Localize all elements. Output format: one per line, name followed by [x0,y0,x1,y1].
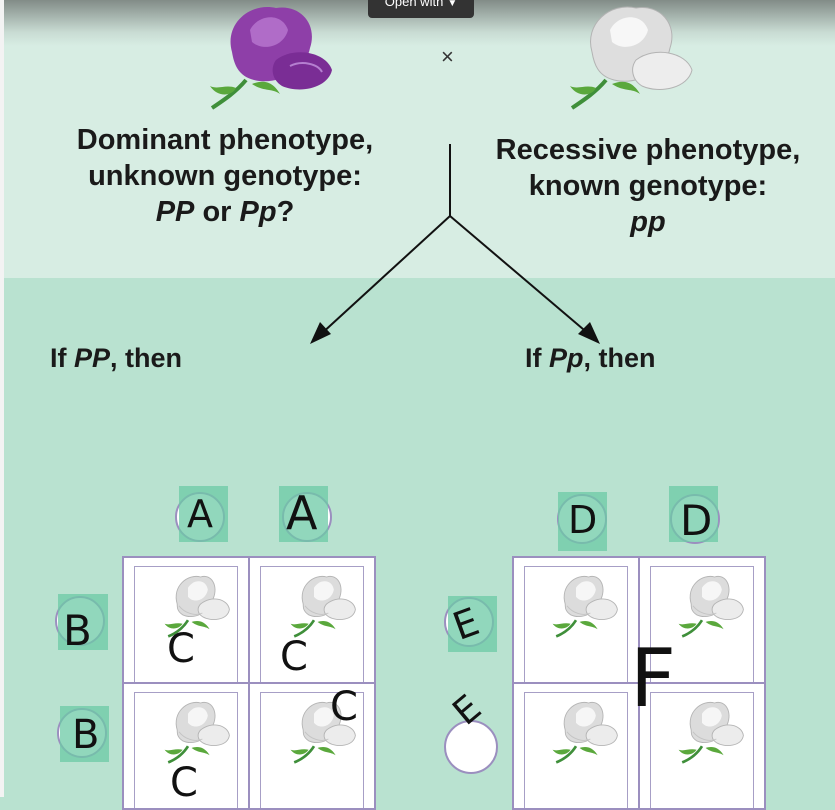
outcome-right-prefix: If [525,343,549,373]
left-parent-caption: Dominant phenotype, unknown genotype: PP… [40,122,410,230]
offspring-flower-image [677,701,745,764]
right-arrowhead [578,322,600,344]
open-with-button[interactable]: Open with▼ [368,0,474,18]
left-branch-line [319,215,451,336]
open-with-label: Open with [384,0,444,9]
offspring-flower-image [677,575,745,638]
left-parent-line1: Dominant phenotype, [76,124,374,156]
offspring-flower-image [551,701,619,764]
label-d-2: D [680,496,713,545]
offspring-flower-image [163,575,231,638]
outcome-left-suffix: , then [110,343,183,373]
left-parent-genotypes: PP or Pp? [40,194,410,230]
label-b-2: B [72,712,100,758]
label-b-1: B [63,606,92,655]
outcome-left-label: If PP, then [50,343,182,374]
outcome-right-genotype: Pp [549,343,584,373]
parental-cross-panel [4,0,835,278]
right-side-highlight-1 [448,596,497,652]
label-c-1: C [167,626,195,672]
genotype-homozygous: PP [155,196,195,228]
outcome-right-suffix: , then [583,343,656,373]
right-parent-line2: known genotype: [528,170,768,202]
label-c-3: C [330,684,358,730]
left-parent-line2: unknown genotype: [88,160,362,192]
question-mark: ? [276,196,295,228]
label-c-2: C [280,634,308,680]
left-arrowhead [310,322,331,344]
genotype-heterozygous: Pp [239,196,277,228]
offspring-flower-image [163,701,231,764]
right-parent-caption: Recessive phenotype, known genotype: pp [470,132,826,240]
right-top-highlight-1 [558,492,607,551]
left-top-highlight-2 [279,486,328,542]
left-side-highlight-1 [58,594,108,650]
cross-symbol: × [441,44,454,69]
white-flower-image [570,6,693,110]
left-top-highlight-1 [179,486,228,542]
or-word: or [194,196,240,228]
right-cell-4 [638,682,766,810]
offspring-flower-image [551,575,619,638]
label-f: F [630,632,677,725]
right-top-highlight-2 [669,486,718,542]
label-c-4: C [170,760,198,806]
outcome-right-label: If Pp, then [525,343,656,374]
outcome-left-prefix: If [50,343,74,373]
page-left-edge [0,0,4,797]
label-d-1: D [568,498,598,542]
outcome-left-genotype: PP [74,343,111,373]
right-side-gamete-2 [444,720,498,774]
label-a-1: A [187,492,213,536]
offspring-flower-image [289,575,357,638]
right-cell-3 [512,682,640,810]
chevron-down-icon: ▼ [447,0,458,9]
left-side-highlight-2 [60,706,109,762]
right-branch-line [449,215,591,336]
purple-flower-image [210,7,332,110]
right-parent-line1: Recessive phenotype, [495,134,801,166]
right-parent-genotype: pp [630,206,666,238]
label-a-2: A [286,486,318,540]
